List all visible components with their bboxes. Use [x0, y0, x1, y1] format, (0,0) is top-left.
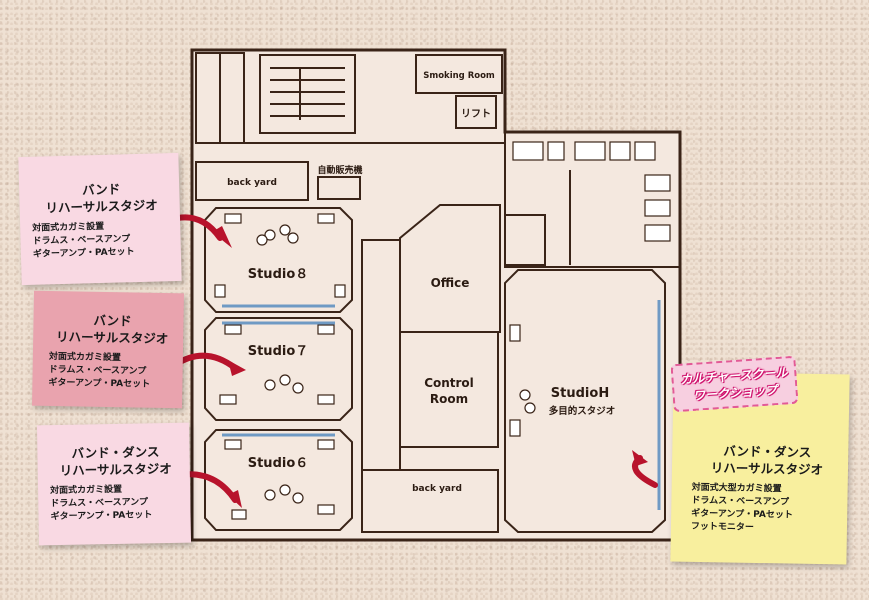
note-line: ギターアンプ・PAセット	[32, 247, 135, 260]
studio-equipment	[214, 213, 536, 520]
cafe-tables	[512, 141, 671, 242]
note-line: ギターアンプ・PAセット	[48, 377, 151, 390]
note-line: フットモニター	[690, 521, 755, 533]
interior-walls	[195, 52, 681, 533]
back-yard-top-label: back yard	[227, 178, 277, 188]
note-title: リハーサルスタジオ	[45, 197, 158, 216]
studio-h-label: StudioH	[551, 386, 609, 401]
office-label: Office	[431, 276, 470, 290]
vending-machine-label: 自動販売機	[317, 164, 362, 176]
studio-h-subtitle: 多目的スタジオ	[549, 405, 616, 417]
studio7-label: Studio７	[248, 344, 309, 359]
studio7-info-note: バンド リハーサルスタジオ 対面式カガミ設置 ドラムス・ベースアンプ ギターアン…	[32, 290, 184, 409]
note-title: リハーサルスタジオ	[710, 460, 824, 478]
studio8-info-note: バンド リハーサルスタジオ 対面式カガミ設置 ドラムス・ベースアンプ ギターアン…	[18, 152, 182, 286]
back-yard-bottom-label: back yard	[412, 484, 462, 494]
note-title: リハーサルスタジオ	[55, 329, 169, 347]
studio8-label: Studio８	[248, 267, 309, 282]
culture-school-tag: カルチャースクール ワークショップ	[670, 355, 799, 413]
note-title: リハーサルスタジオ	[59, 460, 172, 478]
mirrors	[222, 300, 661, 510]
lift-label: リフト	[461, 108, 491, 120]
arrow-heads	[212, 226, 648, 508]
control-room-label-1: Control	[424, 376, 474, 390]
smoking-room-label: Smoking Room	[423, 71, 495, 81]
note-line: ギターアンプ・PAセット	[50, 510, 153, 523]
note-title: バンド	[93, 312, 132, 329]
studio6-info-note: バンド・ダンス リハーサルスタジオ 対面式カガミ設置 ドラムス・ベースアンプ ギ…	[36, 422, 192, 546]
studio6-label: Studio６	[248, 456, 309, 471]
control-room-label-2: Room	[430, 392, 468, 406]
